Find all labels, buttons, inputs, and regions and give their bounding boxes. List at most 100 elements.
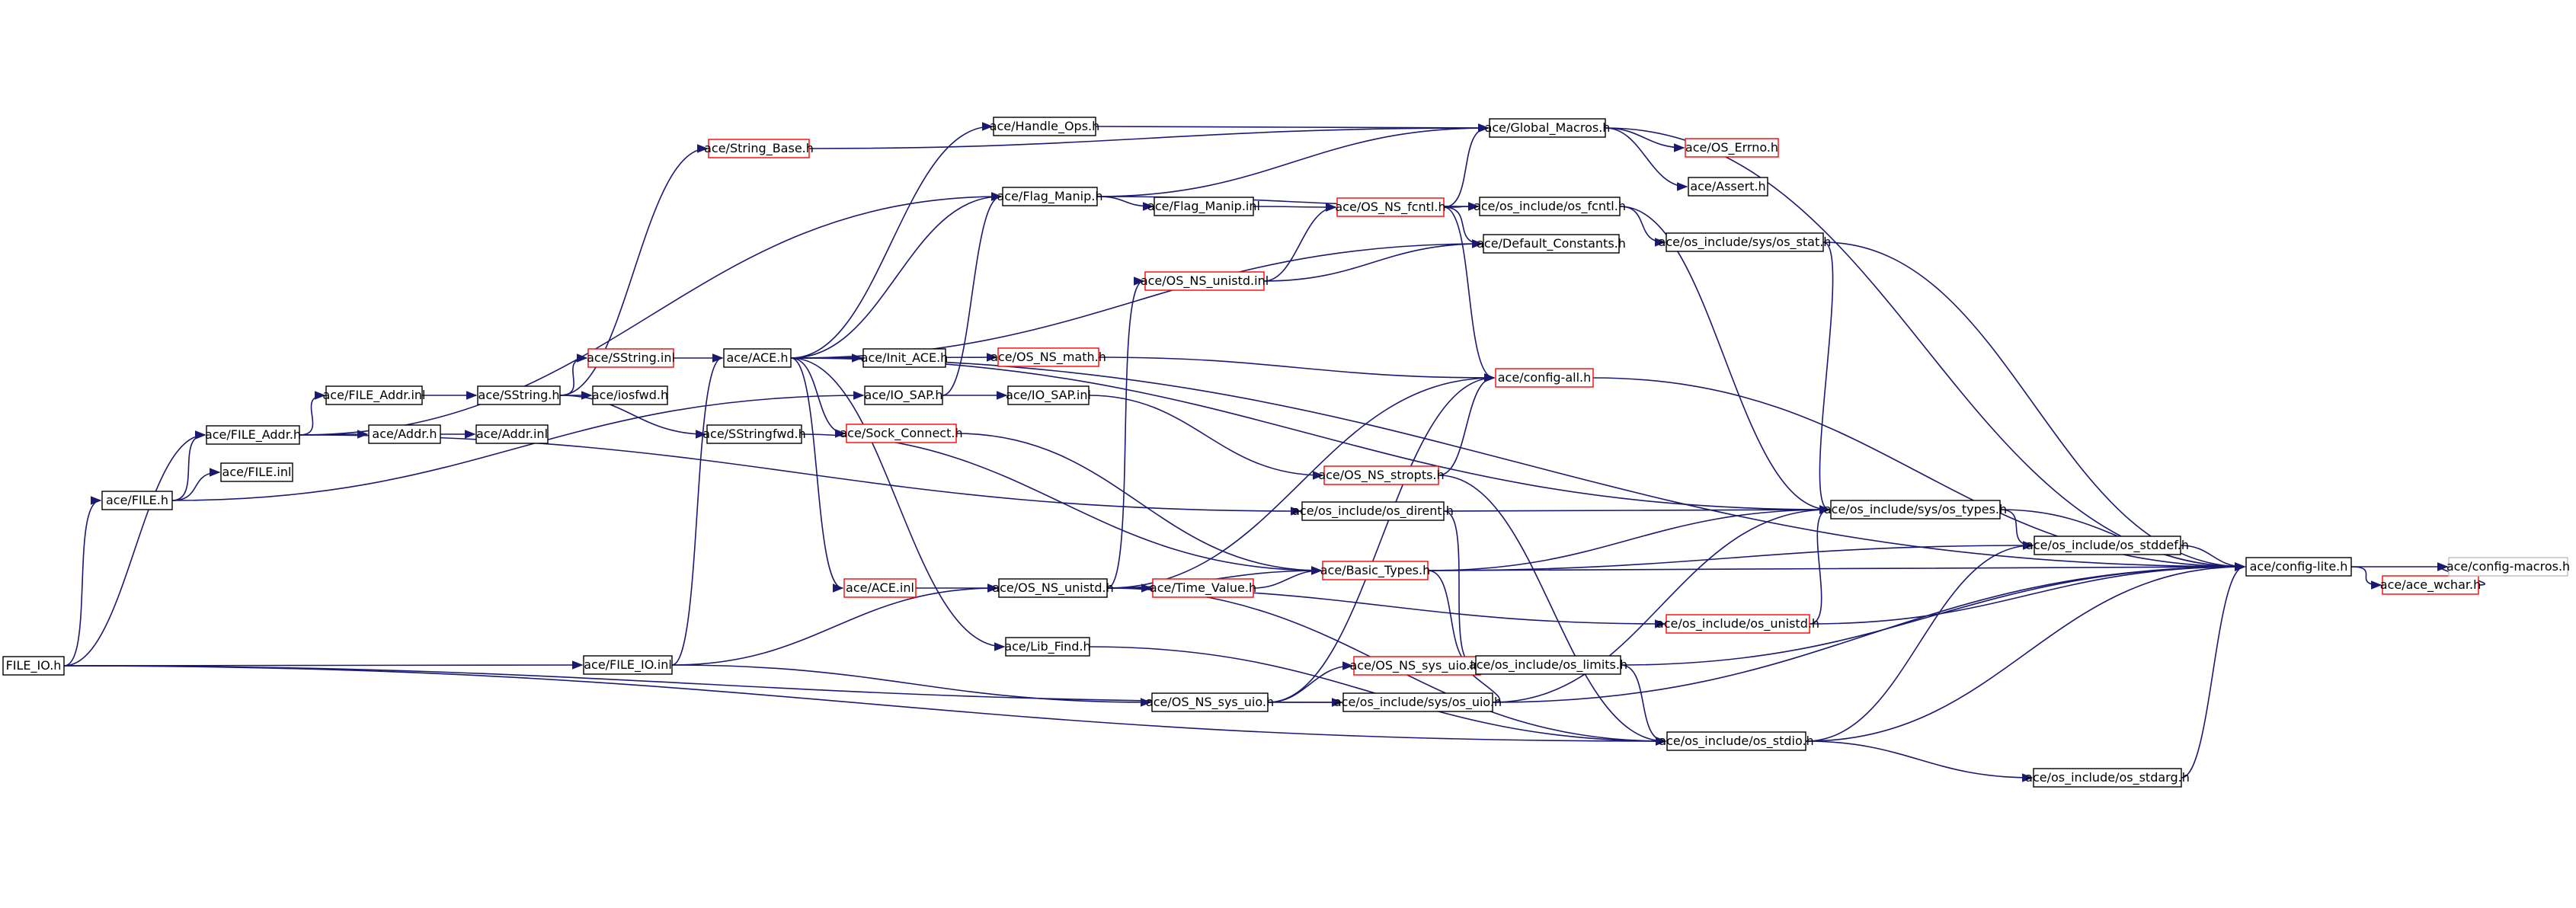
node-os-errno-h[interactable]: ace/OS_Errno.h	[1685, 138, 1779, 158]
node-box	[1666, 731, 1806, 751]
node-flag-manip-inl[interactable]: ace/Flag_Manip.inl	[1147, 197, 1260, 216]
node-os-include-sys-os-stat-h[interactable]: ace/os_include/sys/os_stat.h	[1659, 232, 1832, 252]
node-os-include-os-stdio-h[interactable]: ace/os_include/os_stdio.h	[1659, 731, 1814, 751]
node-box	[1495, 368, 1594, 388]
node-label: ace/OS_NS_unistd.h	[992, 580, 1113, 596]
node-basic-types-h[interactable]: ace/Basic_Types.h	[1320, 561, 1431, 580]
node-sstringfwd-h[interactable]: ace/SStringfwd.h	[702, 424, 806, 444]
edge-file_h-to-io_sap_h	[171, 391, 865, 501]
edge-config_lite_h-to-ace_wchar_h	[2350, 566, 2382, 590]
node-ace-wchar-h[interactable]: ace/ace_wchar.h	[2380, 575, 2481, 595]
node-file-io-h[interactable]: FILE_IO.h	[2, 656, 65, 676]
node-os-include-sys-os-types-h[interactable]: ace/os_include/sys/os_types.h	[1824, 500, 2007, 520]
node-box	[101, 491, 173, 510]
node-time-value-h[interactable]: ace/Time_Value.h	[1150, 578, 1256, 598]
node-sstring-h[interactable]: ace/SString.h	[477, 385, 561, 405]
edge-os_include_os_unistd_h-to-config_lite_h	[1809, 562, 2246, 625]
edge-ace_h-to-config_lite_h	[790, 357, 2246, 571]
edge-file_io_inl-to-os_ns_sys_uio_h	[671, 664, 1152, 707]
edge-basic_types_h-to-os_include_os_limits_h	[1427, 570, 1476, 670]
node-label: ace/config-all.h	[1498, 370, 1592, 385]
node-label: ace/OS_NS_fcntl.h	[1335, 200, 1445, 215]
node-box	[592, 385, 668, 405]
node-label: ace/IO_SAP.h	[865, 388, 943, 403]
node-file-addr-h[interactable]: ace/FILE_Addr.h	[205, 425, 301, 445]
node-config-macros-h[interactable]: ace/config-macros.h	[2446, 557, 2570, 577]
edge-io_sap_h-to-flag_manip_h	[942, 192, 1003, 396]
edge-os_include_sys_os_uio_h-to-config_lite_h	[1492, 562, 2246, 703]
node-handle-ops-h[interactable]: ace/Handle_Ops.h	[990, 117, 1100, 136]
node-ace-h[interactable]: ace/ACE.h	[723, 348, 792, 368]
node-os-include-os-fcntl-h[interactable]: ace/os_include/os_fcntl.h	[1474, 197, 1626, 216]
node-os-include-sys-os-uio-h[interactable]: ace/os_include/sys/os_uio.h	[1334, 692, 1502, 712]
node-config-all-h[interactable]: ace/config-all.h	[1495, 368, 1594, 388]
edge-os_include_os_stdio_h-to-os_include_os_stdarg_h	[1805, 740, 2034, 782]
node-sock-connect-h[interactable]: ace/Sock_Connect.h	[840, 424, 963, 443]
edge-os_ns_unistd_inl-to-default_constants_h	[1263, 239, 1483, 282]
node-default-constants-h[interactable]: ace/Default_Constants.h	[1477, 234, 1626, 254]
node-label: ace/Time_Value.h	[1150, 580, 1256, 596]
node-label: ace/Global_Macros.h	[1485, 120, 1611, 136]
node-iosfwd-h[interactable]: ace/iosfwd.h	[592, 385, 668, 405]
node-addr-inl[interactable]: ace/Addr.inl	[475, 424, 549, 444]
node-flag-manip-h[interactable]: ace/Flag_Manip.h	[997, 187, 1103, 206]
node-label: ace/config-lite.h	[2250, 559, 2348, 574]
node-os-include-os-stdarg-h[interactable]: ace/os_include/os_stdarg.h	[2025, 768, 2190, 788]
node-config-lite-h[interactable]: ace/config-lite.h	[2245, 557, 2352, 577]
node-box	[1144, 271, 1265, 291]
node-assert-h[interactable]: ace/Assert.h	[1688, 177, 1768, 197]
edge-os_include_sys_os_uio_h-to-os_include_sys_os_types_h	[1492, 505, 1831, 703]
node-os-include-os-unistd-h[interactable]: ace/os_include/os_unistd.h	[1656, 614, 1819, 634]
node-os-ns-unistd-inl[interactable]: ace/OS_NS_unistd.inl	[1141, 271, 1269, 291]
node-file-h[interactable]: ace/FILE.h	[101, 491, 173, 510]
node-label: ace/Assert.h	[1690, 179, 1765, 193]
node-box	[723, 348, 792, 368]
node-io-sap-inl[interactable]: ace/IO_SAP.inl	[1006, 385, 1091, 405]
node-os-ns-sys-uio-h[interactable]: ace/OS_NS_sys_uio.h	[1146, 692, 1274, 712]
node-io-sap-h[interactable]: ace/IO_SAP.h	[864, 385, 943, 405]
node-global-macros-h[interactable]: ace/Global_Macros.h	[1485, 118, 1611, 138]
node-file-io-inl[interactable]: ace/FILE_IO.inl	[583, 655, 673, 675]
node-box	[1005, 637, 1090, 657]
node-os-include-os-limits-h[interactable]: ace/os_include/os_limits.h	[1469, 655, 1627, 675]
node-os-ns-stropts-h[interactable]: ace/OS_NS_stropts.h	[1318, 465, 1445, 485]
node-os-ns-unistd-h[interactable]: ace/OS_NS_unistd.h	[992, 578, 1114, 598]
edge-os_ns_stropts_h-to-os_include_os_stdio_h	[1438, 475, 1667, 746]
node-box	[2, 656, 65, 676]
node-os-ns-sys-uio-inl[interactable]: ace/OS_NS_sys_uio.inl	[1349, 656, 1485, 676]
node-box	[998, 578, 1108, 598]
node-box	[2245, 557, 2352, 577]
node-label: ace/os_include/os_limits.h	[1469, 657, 1627, 673]
node-box	[1479, 197, 1621, 216]
edge-global_macros_h-to-assert_h	[1605, 127, 1688, 191]
edge-string_base_h-to-global_macros_h	[808, 123, 1490, 149]
node-label: ace/SString.inl	[587, 350, 675, 365]
node-label: ace/ace_wchar.h	[2380, 577, 2481, 593]
node-os-include-os-stddef-h[interactable]: ace/os_include/os_stddef.h	[2026, 536, 2189, 555]
edge-os_ns_fcntl_h-to-global_macros_h	[1443, 123, 1490, 208]
node-label: ace/Addr.inl	[476, 427, 548, 441]
node-addr-h[interactable]: ace/Addr.h	[368, 424, 441, 444]
edge-file_io_h-to-os_include_os_stdio_h	[63, 665, 1667, 746]
edge-file_addr_h-to-flag_manip_h	[299, 192, 1003, 436]
node-sstring-inl[interactable]: ace/SString.inl	[587, 348, 675, 368]
node-label: ace/os_include/os_unistd.h	[1656, 616, 1819, 631]
node-os-ns-math-h[interactable]: ace/OS_NS_math.h	[990, 347, 1106, 367]
edge-sstringfwd_h-to-basic_types_h	[801, 433, 1323, 575]
node-os-include-os-dirent-h[interactable]: ace/os_include/os_dirent.h	[1292, 501, 1454, 521]
node-label: ace/os_include/sys/os_stat.h	[1659, 235, 1832, 250]
node-file-addr-inl[interactable]: ace/FILE_Addr.inl	[323, 385, 426, 405]
edge-time_value_h-to-basic_types_h	[1253, 566, 1323, 589]
node-init-ace-h[interactable]: ace/Init_ACE.h	[861, 348, 949, 368]
node-string-base-h[interactable]: ace/String_Base.h	[704, 139, 814, 158]
node-box	[475, 424, 549, 444]
node-ace-inl[interactable]: ace/ACE.inl	[843, 578, 917, 598]
node-label: ace/FILE_IO.inl	[584, 657, 672, 673]
node-lib-find-h[interactable]: ace/Lib_Find.h	[1004, 637, 1091, 657]
node-label: ace/Handle_Ops.h	[990, 119, 1100, 134]
node-box	[1483, 234, 1620, 254]
node-label: ace/IO_SAP.inl	[1006, 388, 1091, 403]
node-file-inl[interactable]: ace/FILE.inl	[220, 462, 293, 482]
node-os-ns-fcntl-h[interactable]: ace/OS_NS_fcntl.h	[1335, 197, 1446, 217]
